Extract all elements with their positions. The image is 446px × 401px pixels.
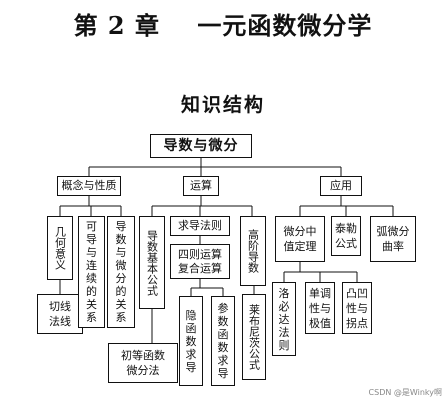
node-convexity-inflection: 凸凹性与拐点 [342,282,372,334]
node-differentiable-continuous: 可导与连续的关系 [78,216,105,328]
node-mean-value-label: 微分中值定理 [283,225,317,253]
node-lhopital-label: 洛必达法则 [278,286,290,352]
node-monotonic-extremum: 单调性与极值 [305,282,335,334]
node-taylor: 泰勒公式 [331,216,361,256]
node-elementary-diff-label: 初等函数微分法 [121,349,165,377]
node-parametric-label: 参数函数求导 [217,302,229,380]
node-arc-curvature: 弧微分曲率 [370,216,416,262]
node-mean-value: 微分中值定理 [275,216,325,262]
node-leibniz: 莱布尼茨公式 [242,294,266,380]
node-parametric: 参数函数求导 [211,296,235,386]
node-lhopital: 洛必达法则 [272,282,296,356]
category-operation: 运算 [183,176,219,196]
node-geometric-meaning: 几何意义 [47,216,73,280]
category-application: 应用 [320,176,362,196]
node-four-rules: 四则运算 [178,247,222,261]
node-four-composite: 四则运算 复合运算 [170,244,230,279]
section-title: 知识结构 [180,94,265,116]
node-derivative-differential-label: 导数与微分的关系 [115,220,127,324]
node-composite: 复合运算 [178,261,222,275]
node-implicit: 隐函数求导 [179,296,203,386]
node-implicit-label: 隐函数求导 [185,308,197,374]
chapter-title: 第 2 章 一元函数微分学 [73,11,373,40]
node-tangent-normal-label: 切线法线 [49,300,71,328]
root-node: 导数与微分 [150,134,252,158]
node-differentiable-continuous-label: 可导与连续的关系 [86,220,97,324]
node-derivative-rules: 求导法则 [170,216,230,236]
node-convexity-inflection-label: 凸凹性与拐点 [346,286,368,330]
node-monotonic-extremum-label: 单调性与极值 [309,286,331,330]
node-arc-curvature-label: 弧微分曲率 [376,225,410,253]
node-derivative-differential: 导数与微分的关系 [107,216,135,328]
node-higher-order: 高阶导数 [240,216,266,286]
node-basic-formula: 导数基本公式 [139,216,165,309]
node-tangent-normal: 切线法线 [37,294,83,334]
node-elementary-diff: 初等函数微分法 [108,343,178,383]
watermark: CSDN @是Winky啊 [368,388,442,397]
node-taylor-label: 泰勒公式 [335,222,357,250]
category-concept: 概念与性质 [57,176,121,196]
